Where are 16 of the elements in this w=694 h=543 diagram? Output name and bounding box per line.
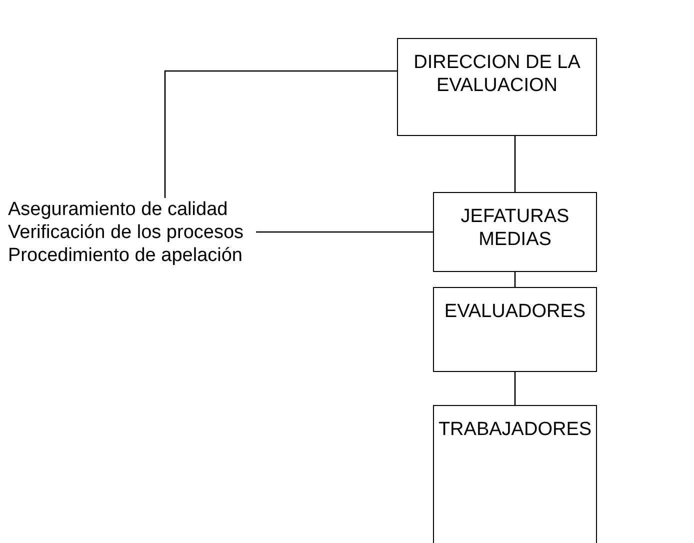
box-label: JEFATURAS MEDIAS: [460, 205, 570, 251]
note-text: Verificación de los procesos: [8, 221, 245, 244]
process-box: [433, 405, 597, 543]
connector-line: [256, 231, 433, 233]
box-label: DIRECCION DE LA EVALUACION: [412, 51, 582, 97]
connector-line: [514, 136, 516, 192]
connector-line: [514, 372, 516, 405]
connector-line: [164, 70, 397, 198]
process-box: [433, 192, 597, 272]
process-box: [397, 38, 597, 136]
note-text: Procedimiento de apelación: [8, 244, 244, 267]
note-text: Aseguramiento de calidad: [8, 198, 229, 221]
box-label: EVALUADORES: [444, 300, 586, 323]
process-box: [433, 287, 597, 372]
box-label: TRABAJADORES: [438, 418, 592, 441]
connector-line: [514, 272, 516, 287]
